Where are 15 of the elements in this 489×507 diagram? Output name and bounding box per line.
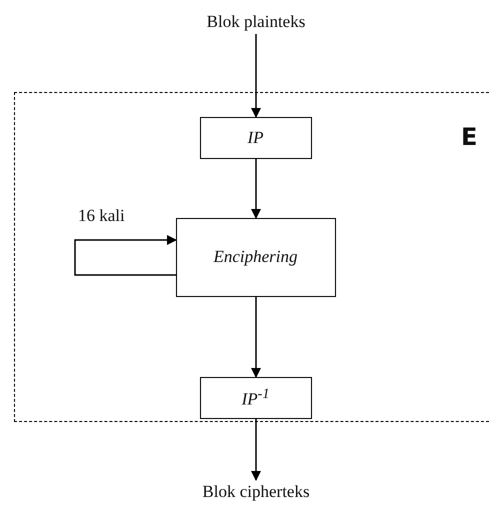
block-label: Blok plainteks [206, 12, 306, 32]
arrow [251, 297, 261, 378]
arrow [251, 34, 261, 118]
process-box [176, 218, 336, 296]
box-label: Enciphering [213, 247, 298, 267]
process-box [200, 116, 312, 158]
dashed-boundary [14, 92, 489, 422]
arrow [74, 235, 177, 276]
box-label: IP$^{-1}$ [242, 386, 270, 410]
section-letter: E [461, 123, 478, 151]
block-label: Blok cipherteks [202, 482, 310, 502]
process-box [200, 376, 312, 418]
arrow [251, 159, 261, 219]
arrow [251, 419, 261, 481]
box-label: IP [247, 128, 264, 148]
